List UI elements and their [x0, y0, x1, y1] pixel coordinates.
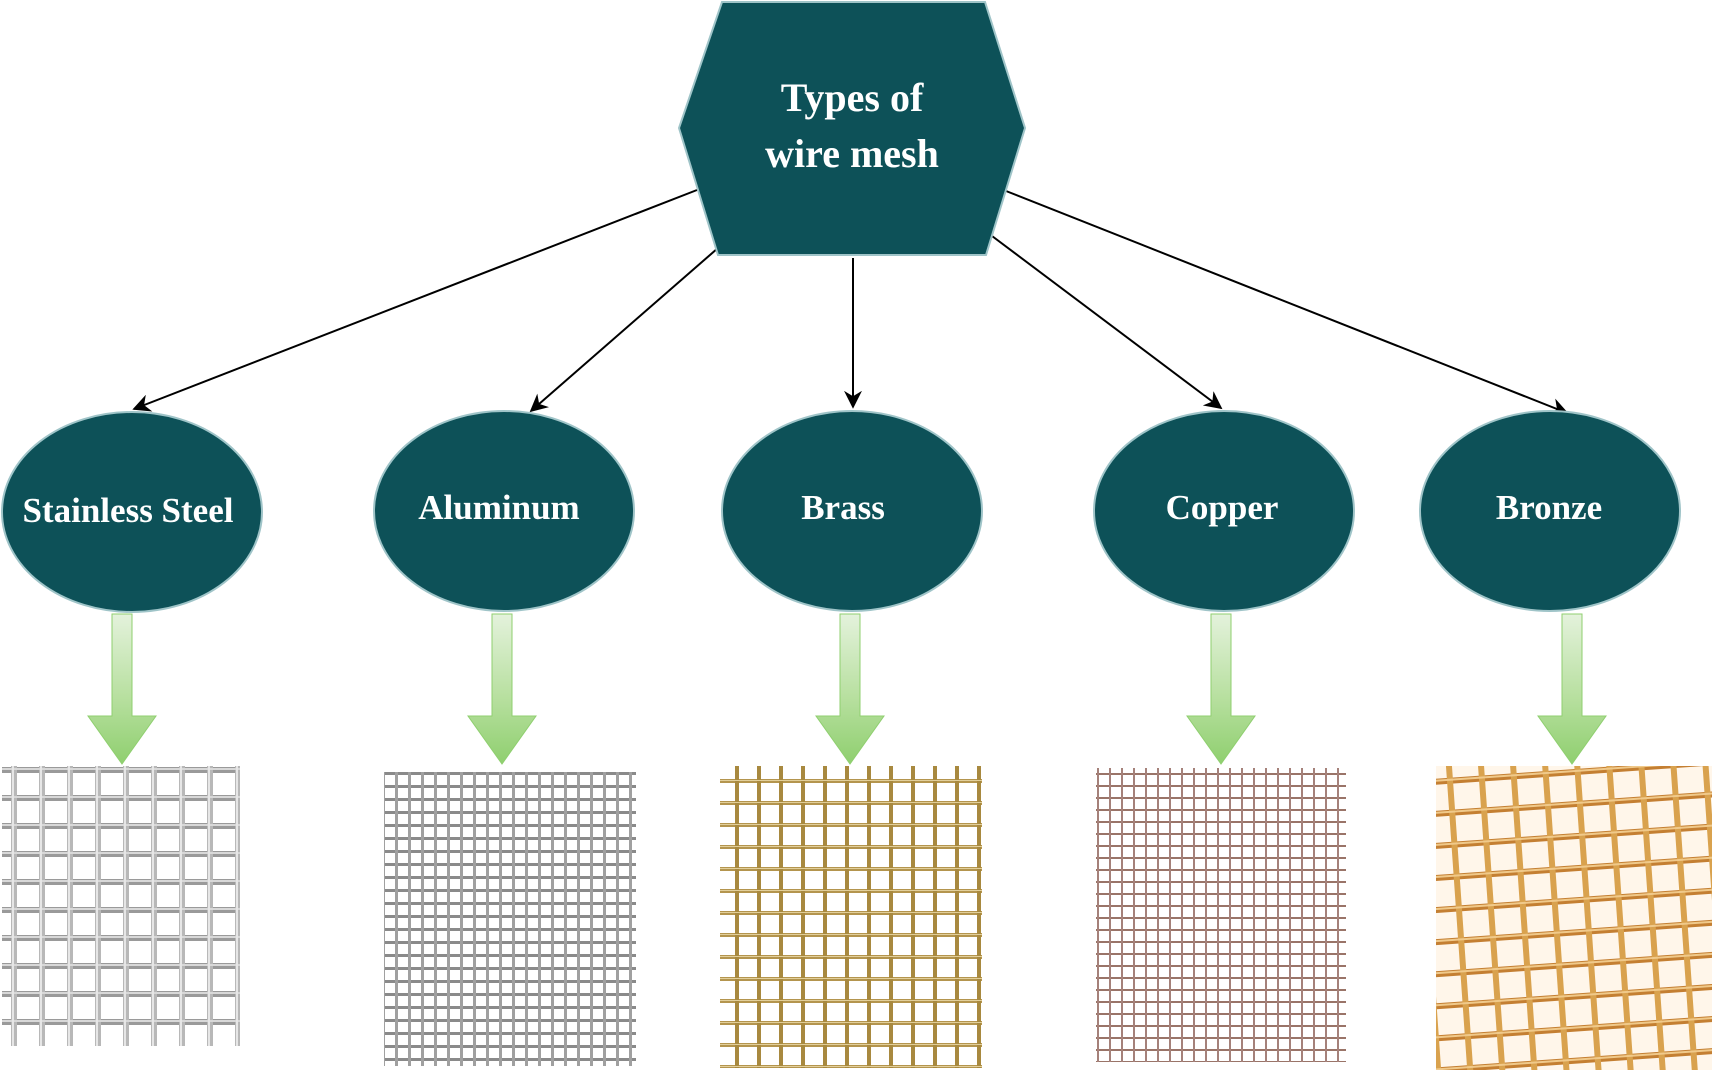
node-brass: Brass — [721, 410, 983, 612]
node-aluminum: Aluminum — [373, 410, 635, 612]
ellipse-bronze — [1419, 410, 1681, 612]
root-title-line-2: wire mesh — [765, 131, 939, 176]
copper-mesh-image — [1096, 768, 1346, 1062]
root-hexagon — [677, 1, 1027, 256]
label-bronze: Bronze — [1496, 488, 1602, 527]
ellipse-stainless-steel — [1, 411, 263, 613]
green-arrow-copper — [1186, 613, 1256, 765]
mesh-samples — [2, 766, 1712, 1070]
node-copper: Copper — [1093, 410, 1355, 612]
brass-mesh-image — [720, 766, 982, 1068]
green-arrow-bronze — [1537, 613, 1607, 765]
green-arrows — [87, 613, 1607, 765]
stainless-steel-mesh-image — [2, 766, 240, 1046]
label-copper: Copper — [1166, 488, 1279, 527]
connectors — [132, 189, 1569, 416]
green-arrow-brass — [815, 613, 885, 765]
root-title-line-1: Types of — [781, 75, 924, 120]
connector-copper — [991, 235, 1223, 410]
connector-bronze — [1005, 190, 1569, 416]
label-brass: Brass — [801, 488, 885, 527]
green-arrow-aluminum — [467, 613, 537, 765]
ellipse-brass — [721, 410, 983, 612]
ellipse-copper — [1093, 410, 1355, 612]
root-node: Types of wire mesh — [677, 1, 1027, 256]
ellipse-aluminum — [373, 410, 635, 612]
connector-aluminum — [529, 247, 719, 413]
green-arrow-stainless-steel — [87, 613, 157, 765]
connector-stainless-steel — [132, 189, 698, 412]
bronze-mesh-image — [1436, 766, 1712, 1070]
label-stainless-steel: Stainless Steel — [23, 491, 234, 530]
node-bronze: Bronze — [1419, 410, 1681, 612]
label-aluminum: Aluminum — [418, 488, 579, 527]
node-stainless-steel: Stainless Steel — [1, 411, 263, 613]
aluminum-mesh-image — [384, 772, 636, 1066]
child-nodes: Stainless Steel Aluminum Brass Copper Br… — [1, 410, 1681, 613]
